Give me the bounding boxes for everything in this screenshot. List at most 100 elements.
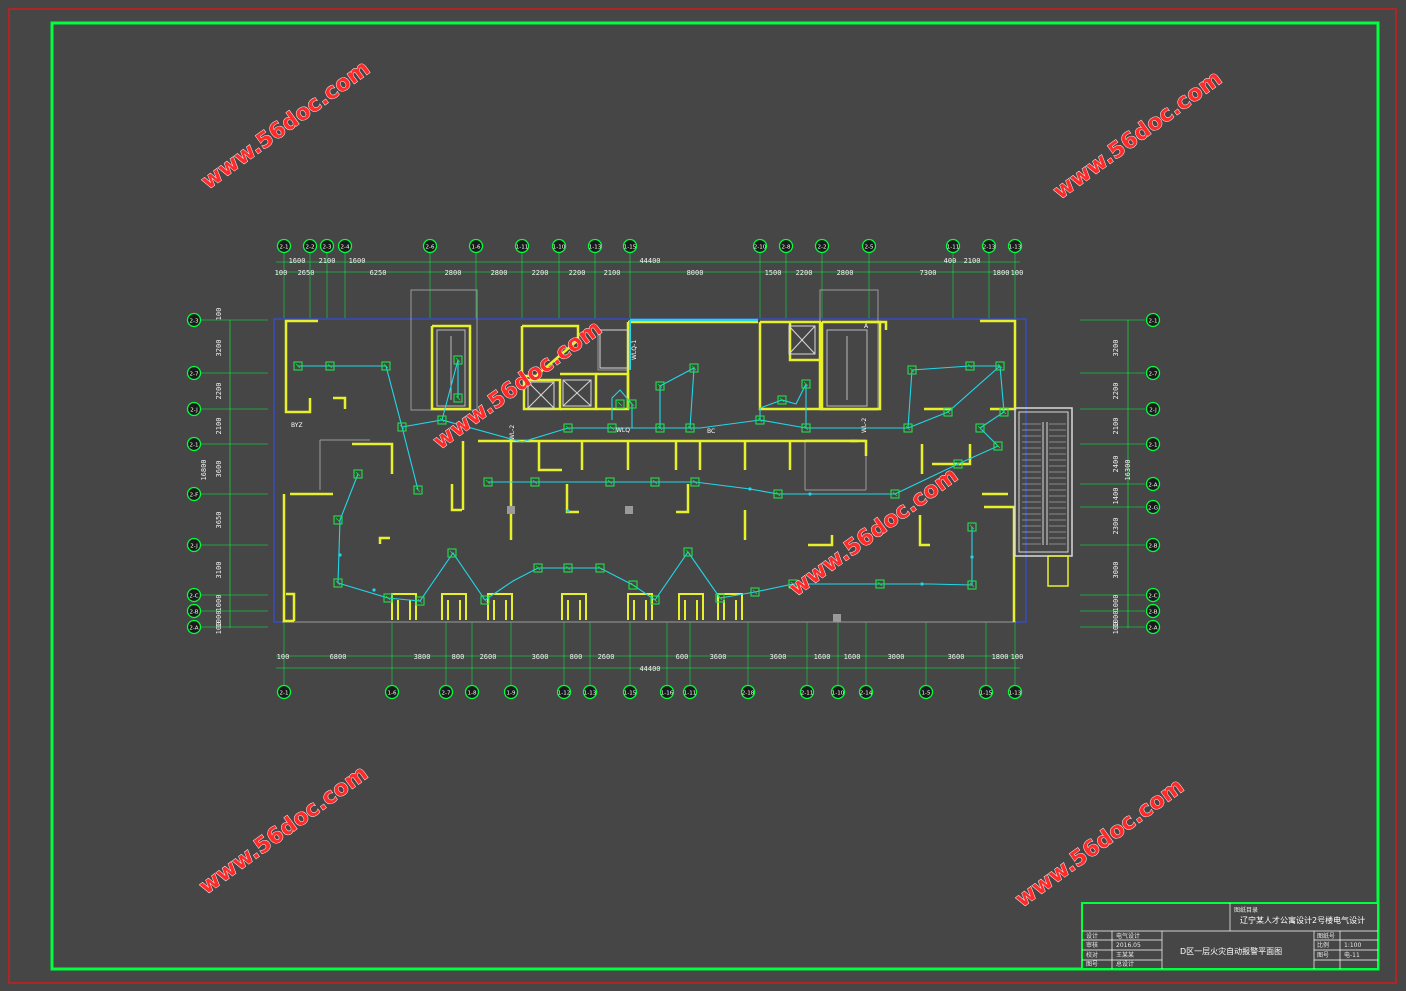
dim-bottom-14: 3600 bbox=[948, 653, 965, 661]
watermark-4: www.56doc.com bbox=[785, 463, 963, 602]
dim-top1-0: 1600 bbox=[289, 257, 306, 265]
dim-top2-1: 2650 bbox=[298, 269, 315, 277]
smoke-detector-icon bbox=[953, 459, 963, 469]
dim-top1-2: 1600 bbox=[349, 257, 366, 265]
dim-bottom-5: 3600 bbox=[532, 653, 549, 661]
svg-text:2-1: 2-1 bbox=[280, 244, 289, 250]
dim-left-8: 1000 bbox=[215, 611, 223, 628]
svg-text:2-2: 2-2 bbox=[818, 244, 827, 250]
tb-row-value-2: 2016.05 bbox=[1116, 942, 1141, 949]
dim-bottom-4: 2600 bbox=[480, 653, 497, 661]
room-label-wlq-1: WLQ-1 bbox=[631, 340, 638, 360]
tb-right-label-2: 比例 bbox=[1317, 941, 1329, 949]
grid-bubble-top-8: 1-13 bbox=[587, 238, 603, 254]
smoke-detector-icon bbox=[563, 423, 573, 433]
dim-bottom-3: 800 bbox=[452, 653, 465, 661]
svg-text:2-13: 2-13 bbox=[983, 244, 996, 250]
dim-right-8: 1000 bbox=[1112, 611, 1120, 628]
title-block: 图纸目录 辽宁某人才公寓设计2号楼电气设计 D区一层火灾自动报警平面图 设计 审… bbox=[1081, 902, 1379, 970]
dim-left-total: 16800 bbox=[200, 459, 208, 480]
smoke-detector-icon bbox=[685, 423, 695, 433]
wire-junction bbox=[372, 588, 376, 592]
dim-bottom-total: 44400 bbox=[639, 665, 660, 673]
grid-bubble-top-11: 2-8 bbox=[778, 238, 794, 254]
smoke-detector-icon bbox=[383, 593, 393, 603]
tb-row-value-4: 总设计 bbox=[1116, 960, 1134, 968]
svg-text:2-B: 2-B bbox=[1148, 543, 1157, 549]
grid-bubble-bottom-0: 2-1 bbox=[276, 684, 292, 700]
tb-right-value-2: 1:100 bbox=[1344, 942, 1361, 949]
walls bbox=[282, 319, 1017, 623]
svg-text:2-B: 2-B bbox=[189, 609, 198, 615]
svg-text:2-3: 2-3 bbox=[323, 244, 332, 250]
svg-text:1-13: 1-13 bbox=[589, 244, 602, 250]
columns bbox=[507, 506, 841, 622]
svg-text:2-1: 2-1 bbox=[190, 442, 199, 448]
svg-text:2-A: 2-A bbox=[1148, 482, 1157, 488]
smoke-detector-icon bbox=[975, 423, 985, 433]
dim-bottom-1: 6800 bbox=[330, 653, 347, 661]
watermark-6: www.56doc.com bbox=[1011, 774, 1189, 913]
dim-top-total: 44400 bbox=[639, 257, 660, 265]
svg-text:2-7: 2-7 bbox=[1149, 371, 1158, 377]
bay-1 bbox=[441, 593, 467, 620]
smoke-detector-icon bbox=[530, 477, 540, 487]
dim-bottom-0: 100 bbox=[277, 653, 290, 661]
smoke-detector-icon bbox=[333, 578, 343, 588]
smoke-detector-icon bbox=[650, 595, 660, 605]
grid-bubble-left-2: 2-J bbox=[186, 401, 202, 417]
room-label-bc-2: BC bbox=[707, 428, 715, 435]
dim-bottom-2: 3800 bbox=[414, 653, 431, 661]
grid-bubble-bottom-6: 1-13 bbox=[582, 684, 598, 700]
bay-5 bbox=[678, 593, 704, 620]
grid-bubble-bottom-5: 1-12 bbox=[556, 684, 572, 700]
grid-bubble-bottom-14: 1-5 bbox=[918, 684, 934, 700]
smoke-detector-icon bbox=[801, 423, 811, 433]
title-block-note: 图纸目录 bbox=[1234, 906, 1258, 914]
grid-bubble-left-6: 2-C bbox=[186, 587, 202, 603]
grid-bubble-right-6: 2-B bbox=[1145, 537, 1161, 553]
grid-bubble-bottom-7: 1-15 bbox=[622, 684, 638, 700]
smoke-detector-icon bbox=[750, 587, 760, 597]
smoke-detector-icon bbox=[607, 423, 617, 433]
svg-text:1-8: 1-8 bbox=[468, 690, 477, 696]
smoke-detector-icon bbox=[333, 515, 343, 525]
bay-6 bbox=[717, 593, 743, 620]
dim-bottom-11: 1600 bbox=[814, 653, 831, 661]
dim-top2-14: 100 bbox=[1011, 269, 1024, 277]
room-label-a: A bbox=[864, 323, 869, 330]
watermark-1: www.56doc.com bbox=[197, 56, 375, 195]
tb-row-label-2: 审核 bbox=[1086, 941, 1098, 949]
grid-bubble-right-8: 2-B bbox=[1145, 603, 1161, 619]
dim-right-5: 2300 bbox=[1112, 518, 1120, 535]
dim-top2-4: 2800 bbox=[491, 269, 508, 277]
grid-bubble-top-5: 1-6 bbox=[468, 238, 484, 254]
svg-text:2-F: 2-F bbox=[190, 492, 199, 498]
svg-text:2-1: 2-1 bbox=[280, 690, 289, 696]
svg-text:1-16: 1-16 bbox=[661, 690, 674, 696]
smoke-detector-icon bbox=[965, 361, 975, 371]
dim-top2-10: 2200 bbox=[796, 269, 813, 277]
grid-bubble-right-0: 2-1 bbox=[1145, 312, 1161, 328]
svg-text:2-11: 2-11 bbox=[801, 690, 813, 696]
drawing-frame bbox=[50, 21, 1380, 971]
svg-text:2-7: 2-7 bbox=[442, 690, 451, 696]
svg-text:2-5: 2-5 bbox=[865, 244, 874, 250]
grid-bubble-left-8: 2-A bbox=[186, 619, 202, 635]
grid-bubble-left-5: 2-J bbox=[186, 537, 202, 553]
svg-text:1-13: 1-13 bbox=[1009, 690, 1022, 696]
tb-row-label-3: 校对 bbox=[1086, 951, 1098, 959]
grid-bubble-bottom-16: 1-13 bbox=[1007, 684, 1023, 700]
grid-bubble-left-0: 2-3 bbox=[186, 312, 202, 328]
tb-row-value-1: 电气设计 bbox=[1116, 932, 1140, 940]
grid-bubble-bottom-15: 1-15 bbox=[978, 684, 994, 700]
grid-bubble-top-13: 2-5 bbox=[861, 238, 877, 254]
grid-bubble-top-6: 1-11 bbox=[514, 238, 530, 254]
svg-text:2-C: 2-C bbox=[1148, 593, 1157, 599]
grid-bubble-bottom-3: 1-8 bbox=[464, 684, 480, 700]
smoke-detector-icon bbox=[628, 580, 638, 590]
tb-row-label-1: 设计 bbox=[1086, 932, 1098, 940]
dim-top2-8: 8000 bbox=[687, 269, 704, 277]
svg-text:2-1: 2-1 bbox=[1149, 442, 1158, 448]
